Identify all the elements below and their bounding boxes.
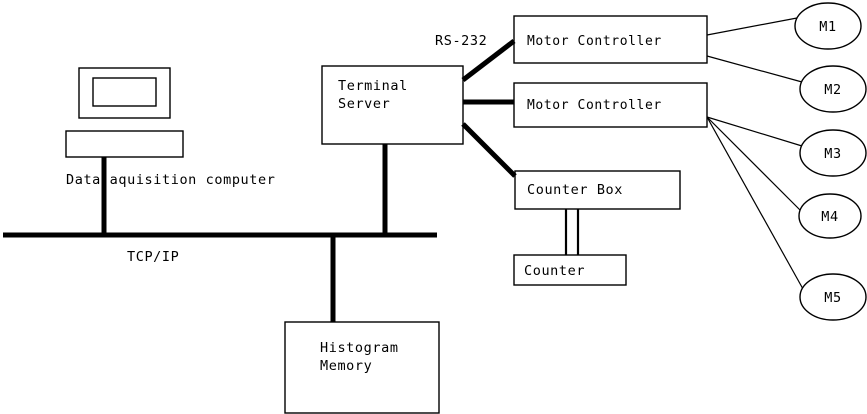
terminal-server-box[interactable] (321, 65, 464, 145)
mc1-to-m2-link (706, 55, 803, 83)
motor-controller-1-label: Motor Controller (527, 34, 662, 49)
motor-node-m5[interactable]: M5 (799, 273, 867, 321)
motor-ellipse-m3[interactable] (799, 129, 867, 177)
motor-node-m3[interactable]: M3 (799, 129, 867, 177)
motor-label-m4: M4 (821, 209, 838, 225)
terminal-server-node[interactable]: Terminal Server (321, 65, 486, 145)
data-acquisition-computer-label: Data aquisition computer (66, 172, 275, 188)
counter-box-box[interactable] (514, 170, 681, 210)
motor-controller-2-label: Motor Controller (527, 98, 662, 113)
histogram-memory-node[interactable]: Histogram Memory (284, 321, 477, 414)
connection-links-layer (461, 17, 804, 290)
motor-label-m5: M5 (824, 290, 841, 306)
motor-label-m3: M3 (824, 146, 841, 162)
ts-to-counter-box-link (461, 122, 517, 178)
motor-label-m1: M1 (819, 19, 836, 35)
motor-ellipse-m4[interactable] (798, 193, 862, 239)
motor-controller-1-node[interactable]: Motor Controller (513, 15, 708, 64)
histogram-memory-label-line2: Memory (320, 358, 372, 374)
terminal-server-label-line1: Terminal (338, 78, 408, 94)
network-bus-group: TCP/IP (3, 144, 437, 322)
motor-ellipse-m2[interactable] (799, 65, 867, 113)
histogram-memory-label: Histogram Memory (320, 340, 477, 374)
computer-base-icon (65, 130, 184, 158)
counter-label: Counter (524, 263, 585, 279)
mc2-to-m4-link (706, 116, 802, 212)
terminal-server-label: Terminal Server (338, 78, 486, 112)
histogram-memory-box[interactable] (284, 321, 440, 414)
mc2-to-m5-link (706, 116, 804, 290)
counter-box-label: Counter Box (527, 182, 623, 198)
ts-to-mc1-link (461, 39, 516, 82)
data-acquisition-computer[interactable]: Data aquisition computer (65, 67, 275, 188)
motor-controller-2-box[interactable] (513, 82, 708, 128)
motor-label-m2: M2 (824, 82, 841, 98)
motor-node-m1[interactable]: M1 (794, 2, 862, 50)
mc2-to-m3-link (706, 116, 803, 147)
motor-node-m2[interactable]: M2 (799, 65, 867, 113)
motor-ellipse-m5[interactable] (799, 273, 867, 321)
counter-box-rect[interactable] (513, 254, 627, 286)
rs232-label: RS-232 (435, 33, 487, 49)
motor-controller-1-box[interactable] (513, 15, 708, 64)
monitor-screen-icon (92, 77, 157, 107)
counter-node[interactable]: Counter (513, 254, 627, 286)
motor-controller-2-node[interactable]: Motor Controller (513, 82, 708, 128)
histogram-memory-label-line1: Histogram (320, 340, 399, 356)
terminal-server-label-line2: Server (338, 96, 390, 112)
motor-ellipse-m1[interactable] (794, 2, 862, 50)
tcpip-bus-label: TCP/IP (127, 249, 179, 265)
motor-node-m4[interactable]: M4 (798, 193, 862, 239)
mc1-to-m1-link (706, 17, 798, 36)
counter-box-node[interactable]: Counter Box (514, 170, 681, 210)
